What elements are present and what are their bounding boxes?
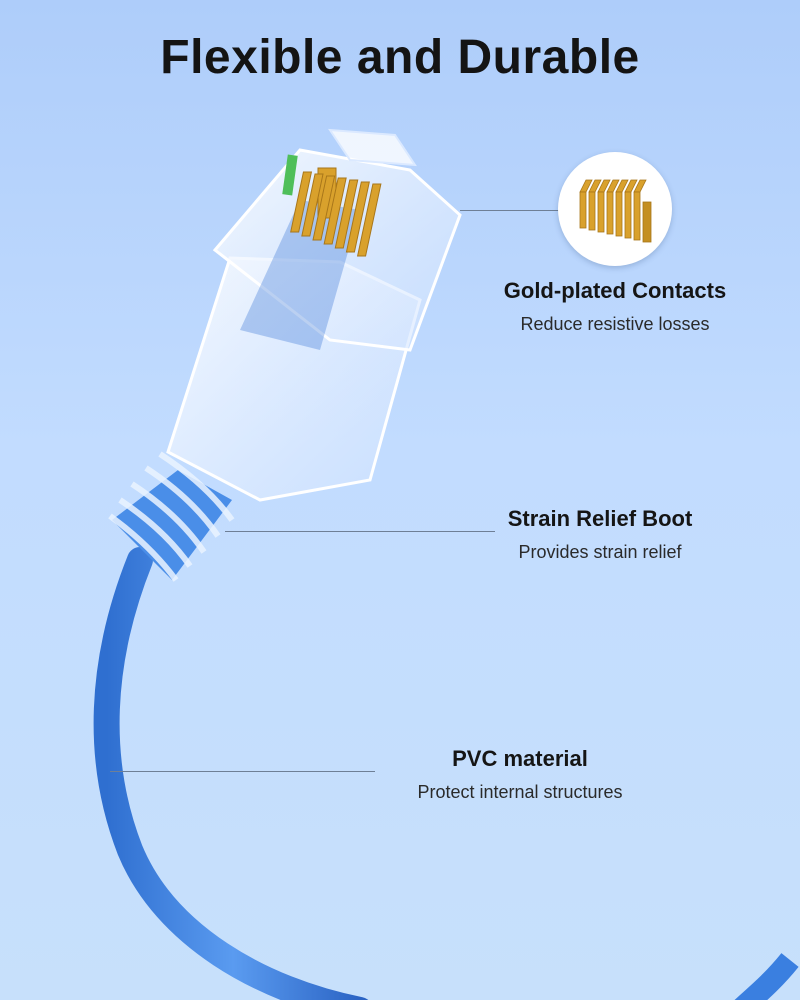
feature-pvc-material: PVC material Protect internal structures [380, 746, 660, 803]
feature-subtitle: Reduce resistive losses [520, 314, 710, 334]
feature-gold-contacts: Gold-plated Contacts Reduce resistive lo… [470, 278, 760, 335]
feature-title: Strain Relief Boot [507, 506, 693, 531]
gold-contacts-icon [579, 179, 652, 243]
feature-subtitle: Protect internal structures [417, 782, 623, 802]
feature-title: PVC material [452, 746, 588, 771]
leader-line-pvc [110, 771, 375, 772]
leader-line-contacts [460, 210, 560, 211]
feature-strain-relief-boot: Strain Relief Boot Provides strain relie… [470, 506, 730, 563]
leader-line-boot [225, 531, 495, 532]
gold-contacts-badge [558, 152, 672, 266]
pvc-cable [93, 547, 369, 1000]
feature-title: Gold-plated Contacts [503, 278, 727, 303]
gold-contacts [290, 167, 382, 257]
rj45-connector [166, 128, 462, 502]
headline: Flexible and Durable [160, 31, 640, 84]
strain-relief-boot [108, 451, 235, 582]
feature-subtitle: Provides strain relief [518, 542, 682, 562]
